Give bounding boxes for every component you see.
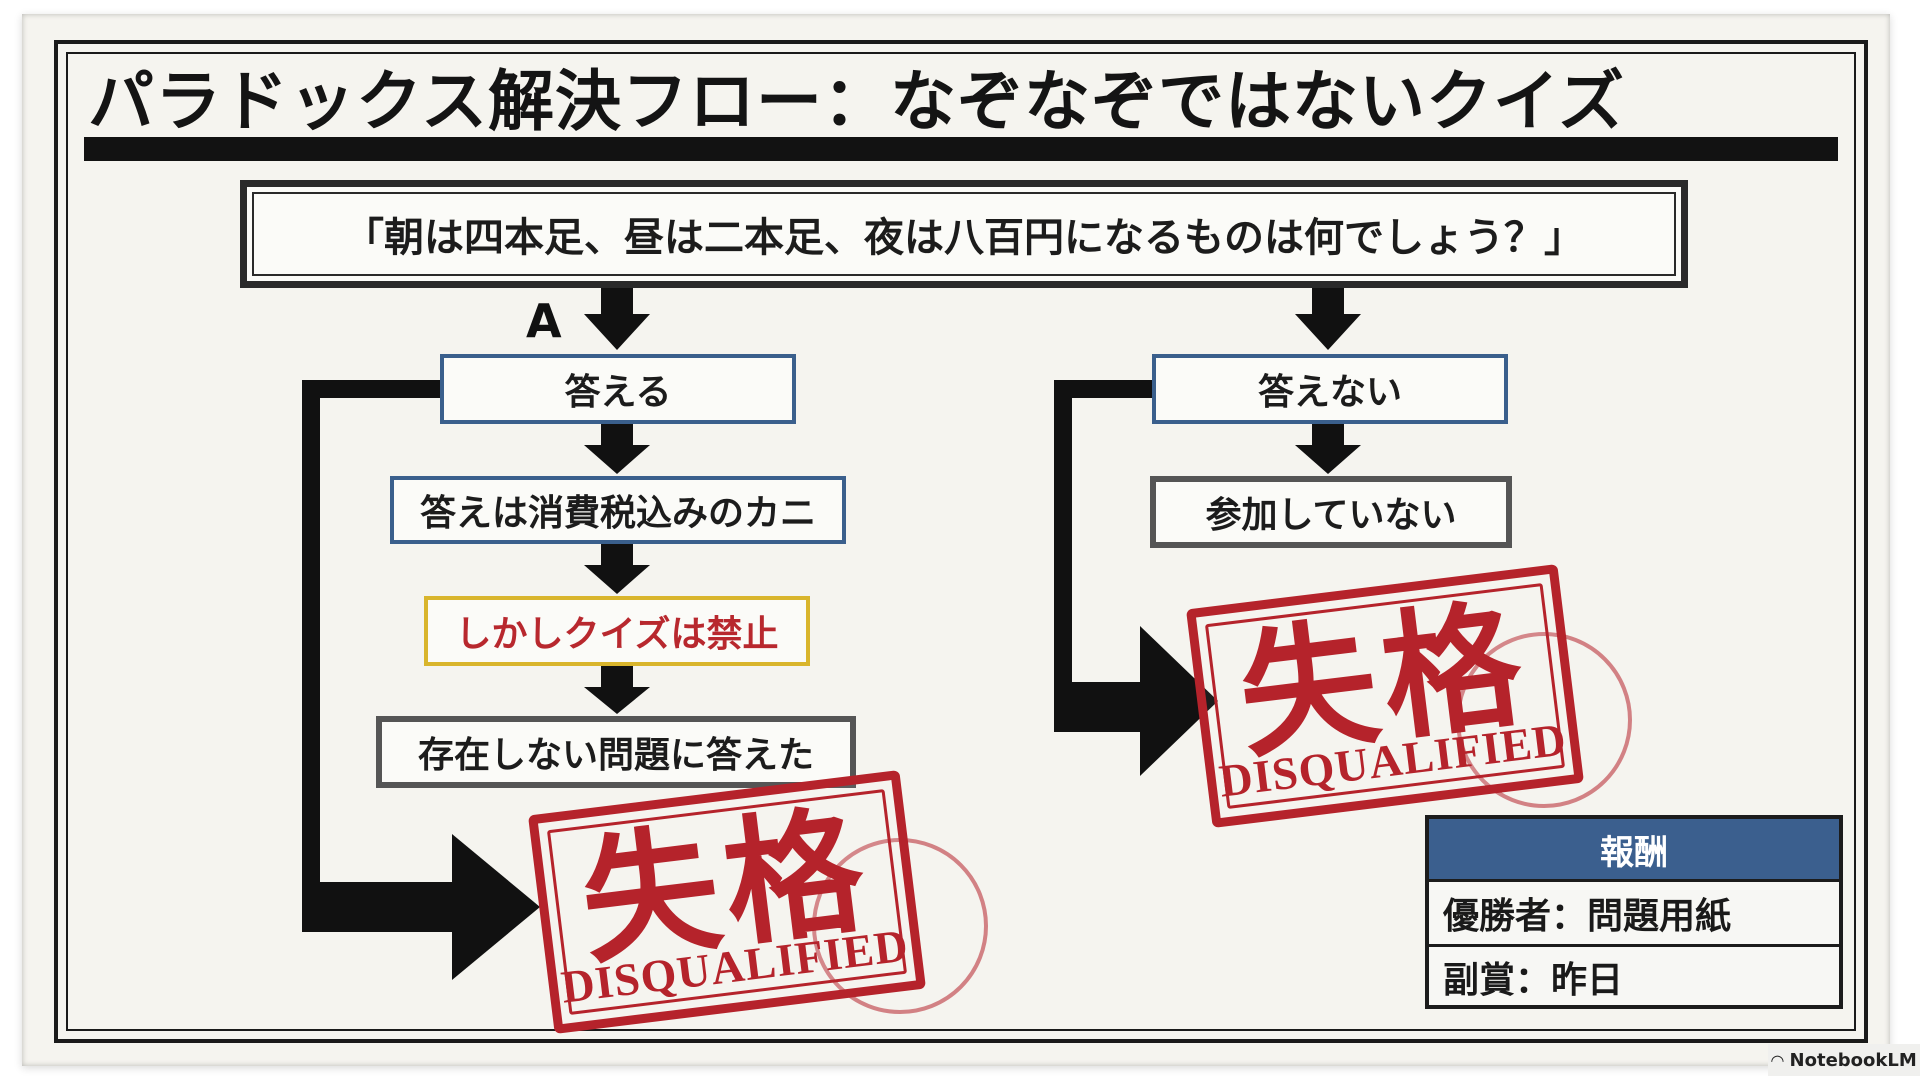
arrow-forbidden-to-nonexistent: [584, 665, 650, 714]
notebooklm-watermark: ◠ NotebookLM: [1768, 1044, 1920, 1076]
right-stamp-seal-ring: [1456, 632, 1632, 808]
left-disqualified-stamp: 失格 DISQUALIFIED: [527, 770, 927, 1034]
notebooklm-logo-icon: ◠: [1771, 1050, 1784, 1070]
outer-frame: [54, 40, 1868, 1043]
title-underline: [84, 137, 1838, 161]
arrow-no-answer-to-right-stamp: [1054, 380, 1218, 776]
page-title: パラドックス解決フロー：なぞなぞではないクイズ: [88, 63, 1626, 140]
question-box: 「朝は四本足、昼は二本足、夜は八百円になるものは何でしょう？」: [240, 180, 1688, 288]
reward-runner-up: 副賞：昨日: [1429, 944, 1839, 1006]
arrow-no-answer-to-not-participating: [1295, 423, 1361, 474]
right-disqualified-stamp: 失格 DISQUALIFIED: [1185, 564, 1585, 828]
step-answer: 答える: [440, 354, 796, 424]
reward-table: 報酬 優勝者：問題用紙 副賞：昨日: [1425, 815, 1843, 1009]
reward-header: 報酬: [1429, 819, 1839, 882]
watermark-text: NotebookLM: [1789, 1049, 1917, 1071]
step-no-answer: 答えない: [1152, 354, 1508, 424]
arrow-answer-to-left-stamp: [302, 380, 540, 980]
left-stamp-seal-ring: [812, 838, 988, 1014]
reward-winner: 優勝者：問題用紙: [1443, 896, 1732, 937]
step-answered-nonexistent: 存在しない問題に答えた: [376, 716, 856, 788]
inner-frame: [66, 52, 1856, 1031]
branch-a-label: A: [526, 294, 562, 348]
arrow-crab-to-forbidden: [584, 543, 650, 594]
step-quiz-forbidden: しかしクイズは禁止: [424, 596, 810, 666]
step-not-participating: 参加していない: [1150, 476, 1512, 548]
arrow-question-to-answer: [584, 288, 650, 350]
arrow-question-to-no-answer: [1295, 288, 1361, 350]
arrow-answer-to-crab: [584, 423, 650, 474]
step-answer-is-crab: 答えは消費税込みのカニ: [390, 476, 846, 544]
